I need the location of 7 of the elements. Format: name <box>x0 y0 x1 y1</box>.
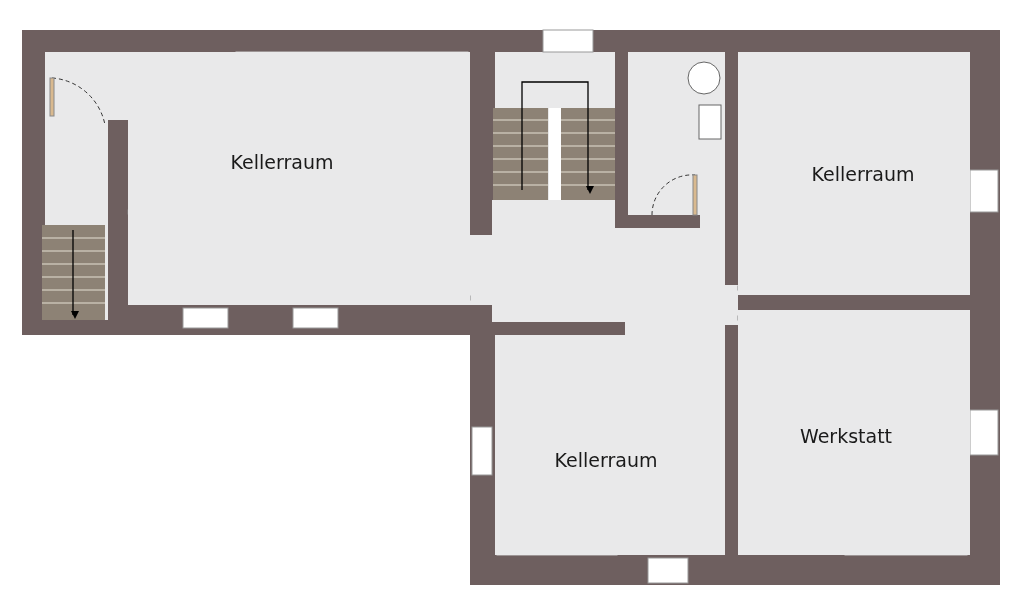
room <box>495 335 725 555</box>
room-label: Kellerraum <box>554 449 658 471</box>
room <box>738 310 970 555</box>
room <box>738 52 970 295</box>
room-label: Werkstatt <box>799 425 893 447</box>
room-label: Kellerraum <box>230 151 334 173</box>
room-label: Kellerraum <box>811 163 915 185</box>
